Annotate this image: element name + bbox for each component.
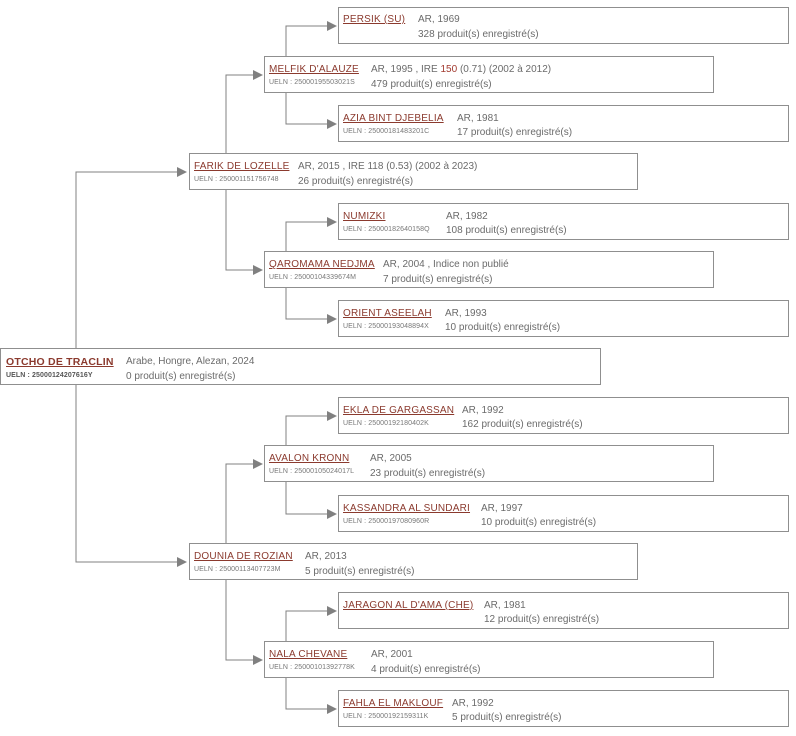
horse-produits: 4 produit(s) enregistré(s) [371,664,481,675]
horse-ueln: UELN : 25000195503021S [269,79,355,86]
horse-card-root: OTCHO DE TRACLIN UELN : 25000124207616Y … [0,348,601,385]
horse-info: AR, 2013 [305,551,347,562]
horse-name-link[interactable]: OTCHO DE TRACLIN [6,356,114,368]
horse-info: AR, 1981 [484,600,526,611]
horse-card-dsd: KASSANDRA AL SUNDARI UELN : 250001970809… [338,495,789,532]
horse-name-link[interactable]: NALA CHEVANE [269,649,348,660]
horse-name-link[interactable]: AVALON KRONN [269,453,350,464]
horse-card-sds: NUMIZKI UELN : 25000182640158Q AR, 1982 … [338,203,789,240]
horse-name-link[interactable]: KASSANDRA AL SUNDARI [343,503,471,514]
horse-info: AR, 1995 , IRE 150 (0.71) (2002 à 2012) [371,64,551,75]
horse-card-ddd: FAHLA EL MAKLOUF UELN : 25000192159311K … [338,690,789,727]
horse-info: AR, 2001 [371,649,413,660]
horse-info: AR, 1993 [445,308,487,319]
horse-info: AR, 1992 [452,698,494,709]
horse-produits: 10 produit(s) enregistré(s) [445,322,561,333]
ire-value: 150 [440,64,458,75]
horse-ueln: UELN : 25000192159311K [343,713,429,720]
horse-card-sire: FARIK DE LOZELLE UELN : 250001151756748 … [189,153,638,190]
horse-produits: 12 produit(s) enregistré(s) [484,614,600,625]
horse-ueln: UELN : 25000113407723M [194,566,281,573]
horse-name-link[interactable]: ORIENT ASEELAH [343,308,432,319]
horse-produits: 7 produit(s) enregistré(s) [383,274,493,285]
horse-info: AR, 1982 [446,211,488,222]
connector-root-dam [75,385,187,567]
horse-produits: 108 produit(s) enregistré(s) [446,225,567,236]
horse-produits: 0 produit(s) enregistré(s) [126,371,236,382]
horse-ueln: UELN : 25000124207616Y [6,372,93,379]
horse-info: AR, 1992 [462,405,504,416]
horse-name-link[interactable]: MELFIK D'ALAUZE [269,64,359,75]
horse-info: AR, 1969 [418,14,460,25]
horse-ueln: UELN : 25000104339674M [269,274,357,281]
connector-ss-sss [285,21,337,56]
connector-sd-sds [285,217,337,251]
horse-card-ssd: AZIA BINT DJEBELIA UELN : 25000181483201… [338,105,789,142]
horse-produits: 479 produit(s) enregistré(s) [371,79,492,90]
connector-ss-ssd [285,93,337,129]
horse-card-sire-sire: MELFIK D'ALAUZE UELN : 25000195503021S A… [264,56,714,93]
horse-card-dam-dam: NALA CHEVANE UELN : 25000101392778K AR, … [264,641,714,678]
horse-produits: 328 produit(s) enregistré(s) [418,29,539,40]
connector-dd-ddd [285,678,337,714]
horse-name-link[interactable]: DOUNIA DE ROZIAN [194,551,293,562]
horse-info: AR, 2004 , Indice non publié [383,259,509,270]
horse-name-link[interactable]: FARIK DE LOZELLE [194,161,290,172]
horse-produits: 23 produit(s) enregistré(s) [370,468,486,479]
connector-root-sire [75,167,187,348]
horse-name-link[interactable]: FAHLA EL MAKLOUF [343,698,444,709]
horse-card-dam: DOUNIA DE ROZIAN UELN : 25000113407723M … [189,543,638,580]
horse-info: AR, 2005 [370,453,412,464]
horse-produits: 26 produit(s) enregistré(s) [298,176,414,187]
horse-card-dam-sire: AVALON KRONN UELN : 25000105024017L AR, … [264,445,714,482]
horse-produits: 10 produit(s) enregistré(s) [481,517,597,528]
connector-dd-dds [285,606,337,641]
horse-produits: 17 produit(s) enregistré(s) [457,127,573,138]
connector-sire-ss [225,70,263,153]
connector-dam-ds [225,459,263,543]
horse-ueln: UELN : 250001151756748 [194,176,279,183]
connector-dam-dd [225,580,263,665]
horse-ueln: UELN : 25000181483201C [343,128,430,135]
connector-sd-sdd [285,288,337,324]
horse-info: AR, 1997 [481,503,523,514]
horse-name-link[interactable]: EKLA DE GARGASSAN [343,405,455,416]
horse-info: Arabe, Hongre, Alezan, 2024 [126,356,255,367]
horse-ueln: UELN : 25000192180402K [343,420,429,427]
horse-card-sire-dam: QAROMAMA NEDJMA UELN : 25000104339674M A… [264,251,714,288]
horse-name-link[interactable]: JARAGON AL D'AMA (CHE) [343,600,474,611]
horse-ueln: UELN : 25000105024017L [269,468,355,475]
horse-name-link[interactable]: QAROMAMA NEDJMA [269,259,375,270]
horse-info: AR, 2015 , IRE 118 (0.53) (2002 à 2023) [298,161,478,172]
connector-sire-sd [225,190,263,275]
horse-card-sss: PERSIK (SU) AR, 1969 328 produit(s) enre… [338,7,789,44]
horse-produits: 5 produit(s) enregistré(s) [305,566,415,577]
horse-produits: 162 produit(s) enregistré(s) [462,419,583,430]
horse-ueln: UELN : 25000193048894X [343,323,429,330]
horse-name-link[interactable]: AZIA BINT DJEBELIA [343,113,444,124]
horse-card-dds: JARAGON AL D'AMA (CHE) AR, 1981 12 produ… [338,592,789,629]
horse-info: AR, 1981 [457,113,499,124]
horse-card-sdd: ORIENT ASEELAH UELN : 25000193048894X AR… [338,300,789,337]
horse-ueln: UELN : 25000182640158Q [343,226,430,233]
horse-card-dss: EKLA DE GARGASSAN UELN : 25000192180402K… [338,397,789,434]
horse-info-suffix: (0.71) (2002 à 2012) [457,64,552,75]
connector-ds-dsd [285,482,337,519]
horse-name-link[interactable]: NUMIZKI [343,211,386,222]
horse-info-prefix: AR, 1995 , IRE [371,64,441,75]
horse-produits: 5 produit(s) enregistré(s) [452,712,562,723]
horse-name-link[interactable]: PERSIK (SU) [343,14,406,25]
connector-ds-dss [285,411,337,445]
horse-ueln: UELN : 25000197080960R [343,518,430,525]
horse-ueln: UELN : 25000101392778K [269,664,355,671]
